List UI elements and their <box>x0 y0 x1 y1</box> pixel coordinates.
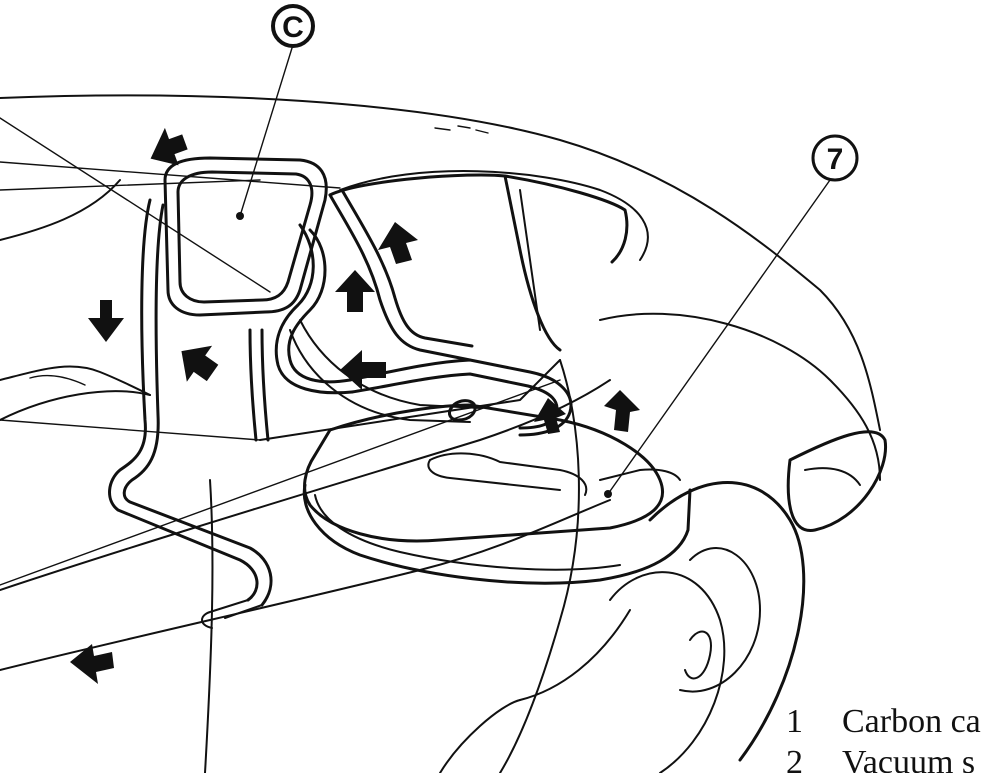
legend-text: Carbon ca <box>842 703 981 740</box>
flow-arrow <box>150 127 188 166</box>
flow-arrow <box>378 222 418 264</box>
callout-c-label: C <box>282 11 304 44</box>
door-window-frame <box>108 156 328 629</box>
flow-arrow <box>340 350 386 390</box>
flow-arrow <box>88 300 124 342</box>
fuel-tank <box>302 399 692 585</box>
callout-7-label: 7 <box>827 143 844 176</box>
legend: 1 Carbon ca 2 Vacuum s <box>786 703 981 773</box>
callout-c: C <box>271 4 315 48</box>
vent-line-routing <box>274 188 573 437</box>
legend-number: 1 <box>786 703 803 740</box>
flow-arrow <box>70 644 114 684</box>
legend-text: Vacuum s <box>842 744 975 773</box>
flow-arrows <box>70 127 640 684</box>
legend-number: 2 <box>786 744 803 773</box>
car-body-outline <box>0 94 888 773</box>
flow-arrow <box>534 398 566 434</box>
legend-item: 1 Carbon ca <box>786 703 981 740</box>
callout-7: 7 <box>811 134 859 182</box>
legend-item: 2 Vacuum s <box>786 744 975 773</box>
flow-arrow <box>181 345 219 382</box>
flow-arrow <box>335 270 375 312</box>
leader-lines <box>236 47 831 498</box>
flow-arrow <box>604 390 640 432</box>
